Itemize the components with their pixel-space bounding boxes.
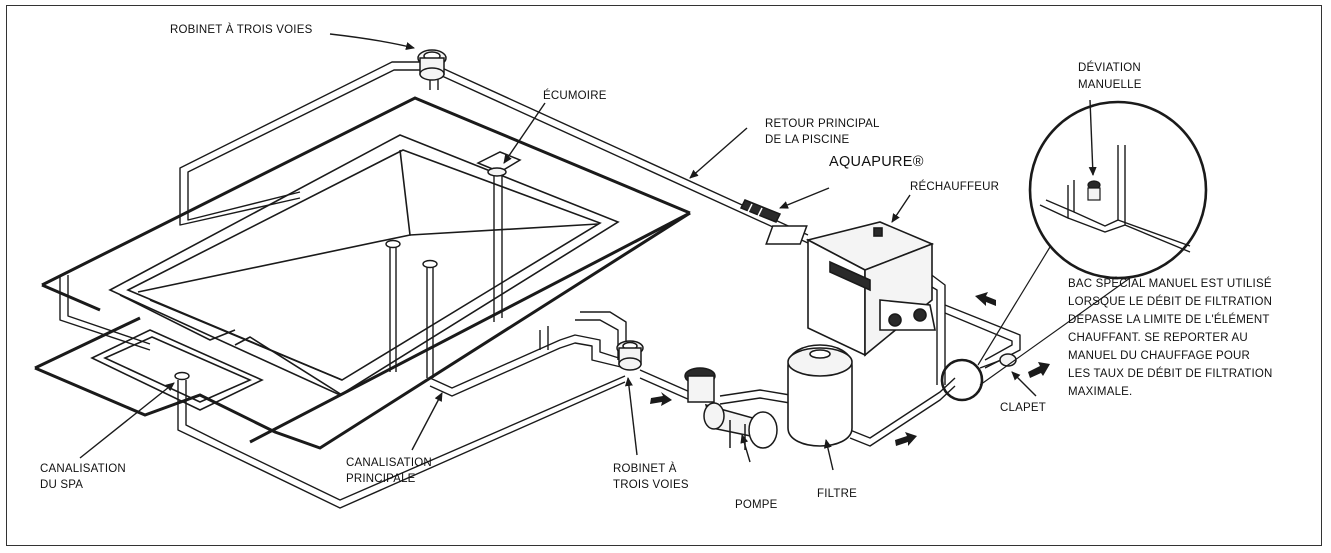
spa — [90, 329, 264, 411]
label-check-valve: CLAPET — [1000, 400, 1046, 416]
label-line: PRINCIPALE — [346, 473, 416, 485]
label-line: CLAPET — [1000, 402, 1046, 414]
label-line: CHAUFFANT. SE REPORTER AU — [1068, 332, 1248, 344]
bypass-magnifier — [940, 100, 1208, 402]
label-main-return: RETOUR PRINCIPAL DE LA PISCINE — [765, 116, 880, 148]
skimmer — [476, 151, 522, 177]
pool-deck-outline — [34, 96, 691, 450]
label-line: LES TAUX DE DÉBIT DE FILTRATION — [1068, 368, 1273, 380]
label-filter: FILTRE — [817, 486, 857, 502]
three-way-valve-top — [417, 49, 447, 81]
label-line: MAXIMALE. — [1068, 386, 1133, 398]
three-way-valve-bottom — [616, 340, 644, 371]
label-line: ÉCUMOIRE — [543, 90, 607, 102]
label-spa-drain: CANALISATION DU SPA — [40, 461, 126, 493]
label-line: RÉCHAUFFEUR — [910, 181, 1000, 193]
label-line: DÉPASSE LA LIMITE DE L'ÉLÉMENT — [1068, 314, 1270, 326]
label-heater: RÉCHAUFFEUR — [910, 179, 999, 195]
label-line: BAC SPÉCIAL MANUEL EST UTILISÉ — [1068, 278, 1272, 290]
label-line: CANALISATION — [346, 457, 432, 469]
label-line: ROBINET À — [613, 463, 677, 475]
label-line: CANALISATION — [40, 463, 126, 475]
label-line: RETOUR PRINCIPAL — [765, 118, 880, 130]
label-note: BAC SPÉCIAL MANUEL EST UTILISÉ LORSQUE L… — [1068, 275, 1273, 401]
aquapure-cell — [739, 199, 782, 223]
label-line: MANUEL DU CHAUFFAGE POUR — [1068, 350, 1251, 362]
label-line: MANUELLE — [1078, 79, 1142, 91]
check-valve — [999, 353, 1017, 367]
label-line: TROIS VOIES — [613, 479, 689, 491]
label-line: LORSQUE LE DÉBIT DE FILTRATION — [1068, 296, 1273, 308]
label-line: DÉVIATION — [1078, 62, 1141, 74]
label-main-drain: CANALISATION PRINCIPALE — [346, 455, 432, 487]
leader-arrows — [79, 33, 1097, 471]
label-line: DU SPA — [40, 479, 84, 491]
heater — [765, 221, 936, 357]
label-skimmer: ÉCUMOIRE — [543, 88, 607, 104]
pump — [684, 367, 778, 450]
label-manual-bypass: DÉVIATION MANUELLE — [1078, 60, 1142, 94]
label-line: AQUAPURE® — [829, 154, 924, 170]
diagram-frame — [6, 5, 1322, 546]
label-line: DE LA PISCINE — [765, 134, 850, 146]
label-aquapure: AQUAPURE® — [829, 154, 924, 170]
drain-covers — [174, 239, 438, 381]
pool-basin — [108, 134, 620, 396]
flow-arrows — [650, 292, 1050, 446]
label-valve-top: ROBINET À TROIS VOIES — [170, 22, 312, 38]
label-line: POMPE — [735, 499, 778, 511]
label-line: ROBINET À TROIS VOIES — [170, 24, 313, 36]
label-line: FILTRE — [817, 488, 857, 500]
label-pump: POMPE — [735, 497, 778, 513]
filter — [787, 344, 853, 447]
label-valve-bottom: ROBINET À TROIS VOIES — [613, 461, 689, 493]
